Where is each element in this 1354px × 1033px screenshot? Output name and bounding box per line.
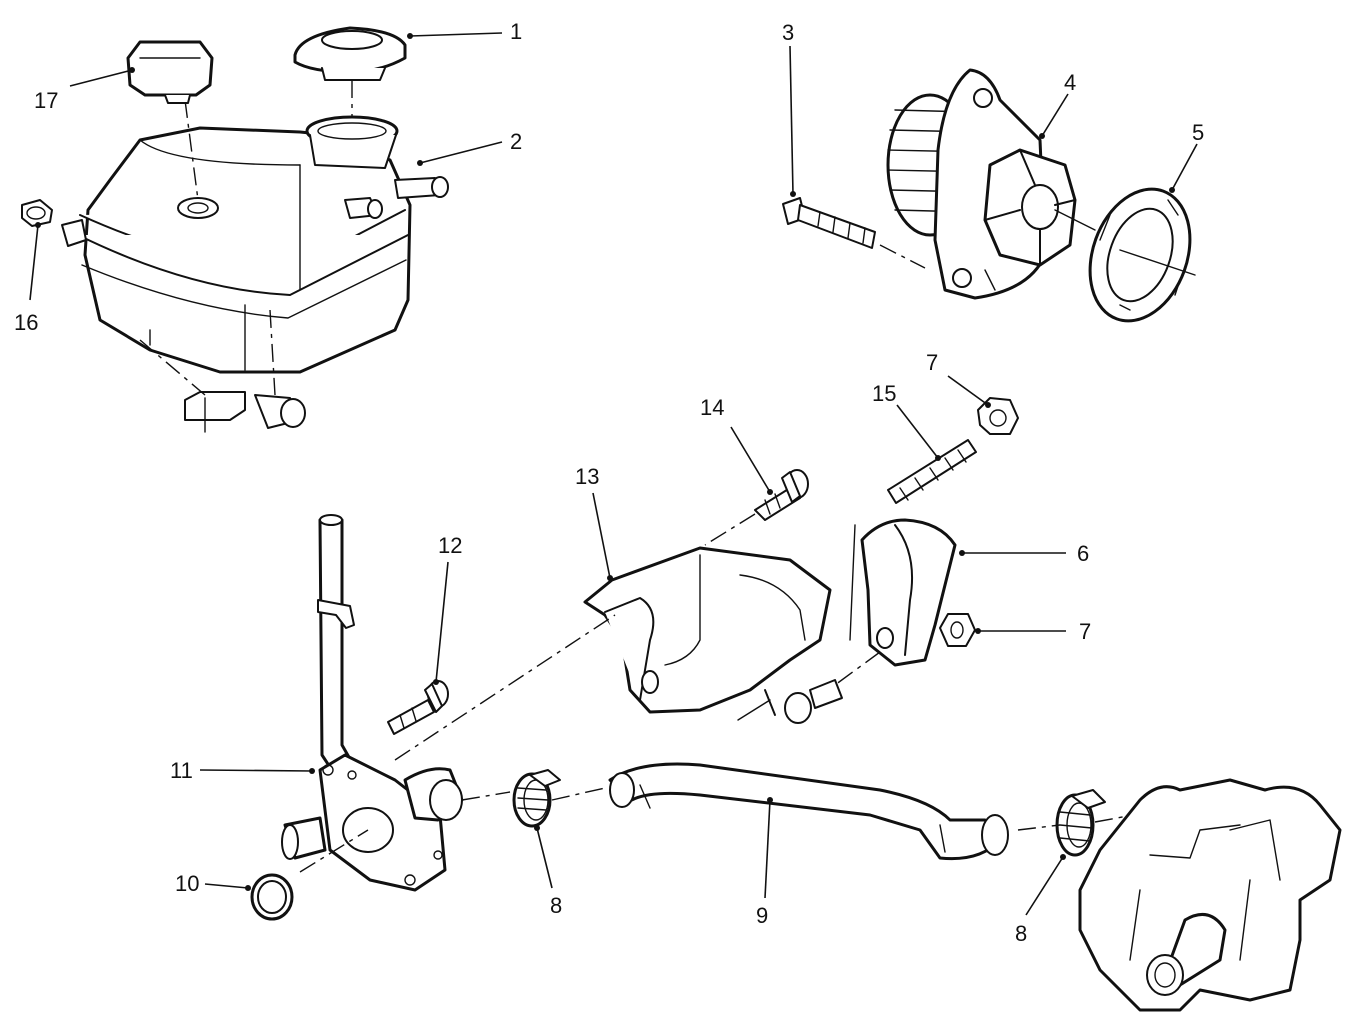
coolant-hose: [608, 762, 1009, 861]
leader-lines: [29, 32, 1198, 916]
hose-clamp-right: [1017, 789, 1151, 857]
callout-11: 11: [170, 758, 193, 783]
callout-1: 1: [510, 19, 523, 44]
callout-2: 2: [510, 129, 523, 154]
callout-8-right: 8: [1015, 921, 1028, 946]
engine-block: [1078, 778, 1342, 1012]
callout-4: 4: [1064, 70, 1077, 95]
callout-7-upper: 7: [926, 350, 939, 375]
hose-clamp-left: [512, 769, 606, 828]
expansion-tank: [61, 80, 449, 433]
housing-bolt: [387, 680, 449, 735]
callout-6: 6: [1077, 541, 1090, 566]
callout-16: 16: [14, 310, 39, 335]
callout-5: 5: [1192, 120, 1205, 145]
o-ring: [250, 873, 294, 921]
stud: [887, 439, 977, 504]
callout-12: 12: [438, 533, 463, 558]
callout-14: 14: [700, 395, 725, 420]
pump-bolt: [782, 197, 926, 269]
callout-13: 13: [575, 464, 600, 489]
callout-3: 3: [782, 20, 795, 45]
nut-lower: [939, 613, 976, 647]
callout-15: 15: [872, 381, 897, 406]
callout-7-lower: 7: [1079, 619, 1092, 644]
pump-gasket: [1088, 187, 1196, 323]
thermostat-housing: [281, 514, 616, 892]
water-pump: [886, 68, 1096, 300]
callout-10: 10: [175, 871, 200, 896]
mounting-bracket: [834, 518, 957, 686]
pressure-cap: [293, 26, 407, 81]
heat-shield: [583, 546, 843, 724]
callout-8-left: 8: [550, 893, 563, 918]
callout-17: 17: [34, 88, 59, 113]
shield-bolt: [704, 469, 809, 546]
level-sensor-cap: [126, 40, 214, 104]
nut-upper: [977, 397, 1019, 435]
callout-9: 9: [756, 903, 769, 928]
drain-plug: [21, 199, 53, 227]
